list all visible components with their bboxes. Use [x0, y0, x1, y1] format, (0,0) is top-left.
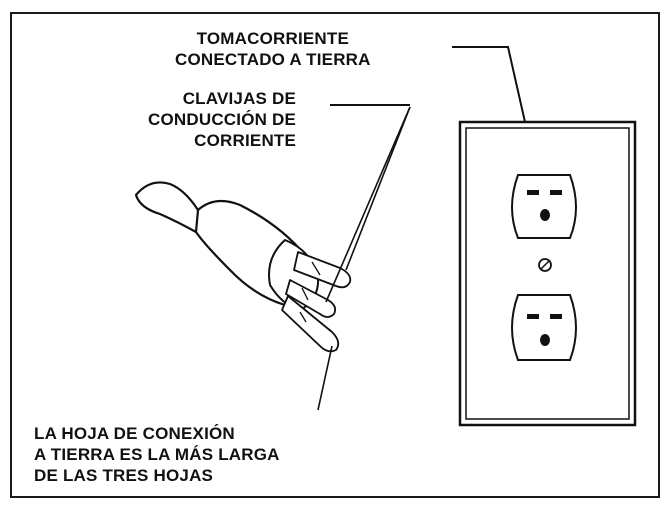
leader-lines: [317, 46, 526, 411]
current-prong-lower: [285, 279, 337, 318]
prong-arrow-upper: [345, 106, 411, 271]
receptacle-label: TOMACORRIENTE CONECTADO A TIERRA: [175, 28, 371, 70]
prongs-label-line3: CORRIENTE: [194, 131, 297, 150]
prongs-label-line2: CONDUCCIÓN DE: [148, 110, 297, 129]
prongs-label-line1: CLAVIJAS DE: [182, 89, 297, 108]
prong-arrow-lower: [325, 106, 411, 303]
ground-arrow: [317, 345, 333, 411]
ground-blade-label-line1: LA HOJA DE CONEXIÓN: [34, 424, 235, 443]
grounded-receptacle: [458, 120, 637, 427]
receptacle-label-line1: TOMACORRIENTE: [196, 29, 350, 48]
wall-plate-inner: [465, 127, 630, 420]
upper-outlet: [511, 174, 577, 239]
lower-outlet: [511, 294, 577, 361]
ground-blade-label-line3: DE LAS TRES HOJAS: [34, 466, 214, 485]
wall-plate-outer: [458, 120, 637, 427]
ground-blade: [281, 295, 340, 353]
ground-blade-label-line2: A TIERRA ES LA MÁS LARGA: [34, 445, 280, 464]
diagram-frame: [10, 12, 660, 498]
plate-screw: [538, 258, 552, 272]
receptacle-leader: [452, 46, 526, 123]
prongs-label: CLAVIJAS DE CONDUCCIÓN DE CORRIENTE: [148, 88, 296, 151]
three-prong-plug: [134, 181, 352, 353]
ground-blade-label: LA HOJA DE CONEXIÓN A TIERRA ES LA MÁS L…: [34, 423, 280, 486]
plug-cord: [134, 181, 208, 234]
receptacle-label-line2: CONECTADO A TIERRA: [175, 50, 371, 69]
